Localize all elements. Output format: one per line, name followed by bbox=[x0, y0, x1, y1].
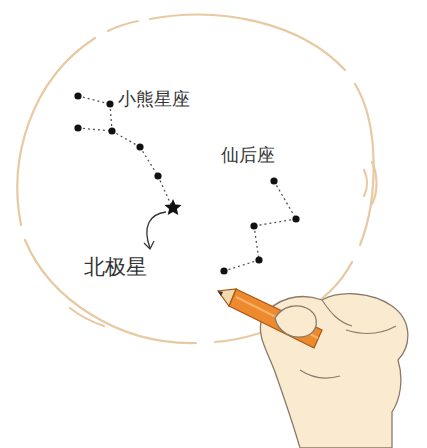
star-label: 北极星 bbox=[84, 256, 147, 279]
thumb bbox=[275, 306, 316, 337]
polaris-star bbox=[165, 199, 182, 215]
pencil-stripe bbox=[236, 297, 318, 338]
pencil-wood bbox=[218, 289, 236, 306]
circle-mark bbox=[70, 308, 104, 326]
arrow-head bbox=[144, 241, 154, 249]
circle-arc bbox=[108, 21, 138, 31]
hand bbox=[260, 294, 407, 448]
circle-mark bbox=[372, 162, 377, 204]
circle-outline bbox=[17, 15, 376, 343]
circle-arc bbox=[150, 15, 345, 70]
constellation-line bbox=[78, 96, 172, 207]
circle-arc bbox=[25, 240, 196, 343]
star-dot bbox=[220, 177, 299, 274]
pointer-arrow bbox=[147, 212, 166, 248]
hand-with-pencil bbox=[218, 289, 408, 448]
constellation-label: 小熊星座 bbox=[118, 89, 190, 109]
circle-arc bbox=[17, 38, 95, 225]
constellation-line bbox=[224, 181, 296, 271]
pencil-body bbox=[229, 289, 322, 348]
pencil-lead bbox=[218, 291, 223, 296]
constellation-label: 仙后座 bbox=[221, 145, 275, 165]
circle-mark bbox=[364, 170, 367, 196]
circle-arc bbox=[355, 84, 374, 245]
